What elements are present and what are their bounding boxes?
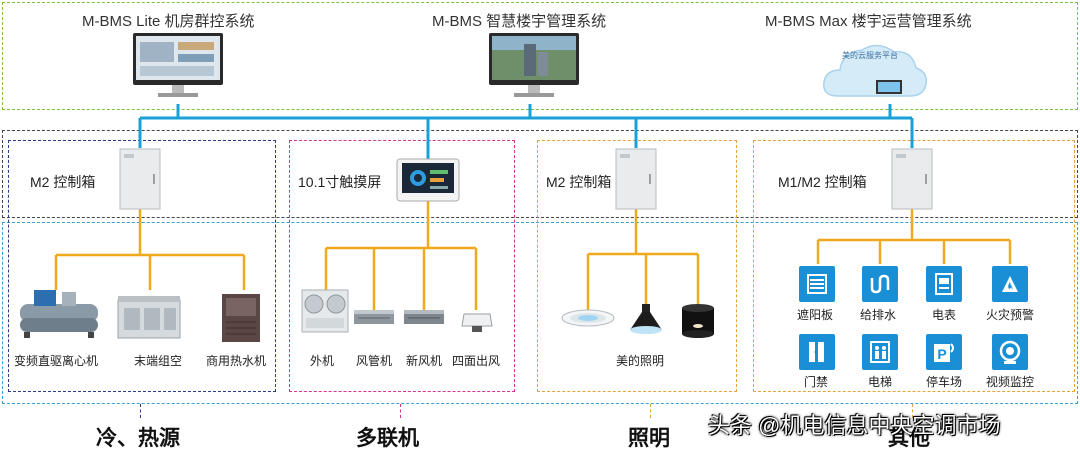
group-tick — [650, 404, 651, 418]
group-box-hvac — [8, 140, 276, 392]
group-box-vrf — [289, 140, 515, 392]
system-title-bms: M-BMS 智慧楼宇管理系统 — [432, 13, 607, 30]
device-label: 电表 — [932, 308, 957, 322]
fresh-air-unit-icon — [402, 306, 446, 328]
device-label: 变频直驱离心机 — [14, 354, 99, 368]
device-label: 电梯 — [868, 375, 893, 389]
controller-layer-frame — [2, 130, 1078, 218]
parking-icon: P — [926, 334, 962, 370]
air-handling-unit-icon — [116, 294, 182, 342]
outdoor-unit-icon — [300, 288, 350, 334]
touch-screen-icon — [396, 158, 460, 202]
downlight-icon — [560, 306, 616, 336]
group-tick — [912, 404, 913, 418]
group-tick — [140, 404, 141, 418]
device-label: 末端组空 — [134, 354, 183, 368]
system-title-lite: M-BMS Lite 机房群控系统 — [82, 13, 255, 30]
controller-label-other: M1/M2 控制箱 — [778, 174, 867, 190]
sunshade-icon — [799, 266, 835, 302]
control-box-icon — [614, 148, 658, 210]
device-label: 商用热水机 — [206, 354, 267, 368]
controller-label-hvac: M2 控制箱 — [30, 174, 96, 190]
water-supply-icon — [862, 266, 898, 302]
cylinder-light-icon — [678, 302, 718, 338]
device-label: 给排水 — [860, 308, 897, 322]
device-label: 四面出风 — [452, 354, 501, 368]
system-title-max: M-BMS Max 楼宇运营管理系统 — [765, 13, 972, 30]
device-label: 风管机 — [356, 354, 393, 368]
device-label: 门禁 — [804, 375, 829, 389]
group-label-other: 其他 — [888, 427, 930, 450]
cloud-label: 美的云服务平台 — [842, 51, 898, 60]
video-surveillance-icon — [992, 334, 1028, 370]
system-layer-frame — [2, 2, 1078, 110]
high-bay-light-icon — [624, 302, 668, 336]
device-label: 视频监控 — [986, 375, 1035, 389]
controller-label-vrf: 10.1寸触摸屏 — [298, 174, 382, 190]
control-box-icon — [118, 148, 162, 210]
group-tick — [400, 404, 401, 418]
duct-unit-icon — [352, 306, 396, 328]
electric-meter-icon — [926, 266, 962, 302]
svg-text:P: P — [937, 346, 946, 362]
group-label-hvac: 冷、热源 — [96, 427, 180, 450]
group-label-lighting: 照明 — [628, 427, 670, 450]
monitor-icon — [488, 32, 580, 100]
group-box-other — [753, 140, 1075, 392]
device-label: 火灾预警 — [986, 308, 1035, 322]
device-label: 新风机 — [406, 354, 443, 368]
cassette-unit-icon — [460, 308, 494, 334]
device-label: 遮阳板 — [797, 308, 834, 322]
device-label: 外机 — [310, 354, 335, 368]
control-box-icon — [890, 148, 934, 210]
centrifugal-chiller-icon — [14, 288, 104, 340]
access-control-icon — [799, 334, 835, 370]
controller-label-lighting: M2 控制箱 — [546, 174, 612, 190]
watermark: 头条 @机电信息中央空调市场 — [708, 413, 1001, 438]
group-label-vrf: 多联机 — [356, 427, 419, 450]
heat-pump-water-heater-icon — [220, 292, 262, 344]
device-layer-frame — [2, 222, 1078, 404]
device-label: 美的照明 — [616, 354, 665, 368]
cloud-platform-icon — [820, 36, 930, 102]
elevator-icon — [862, 334, 898, 370]
monitor-icon — [132, 32, 224, 100]
device-label: 停车场 — [926, 375, 963, 389]
fire-alarm-icon — [992, 266, 1028, 302]
